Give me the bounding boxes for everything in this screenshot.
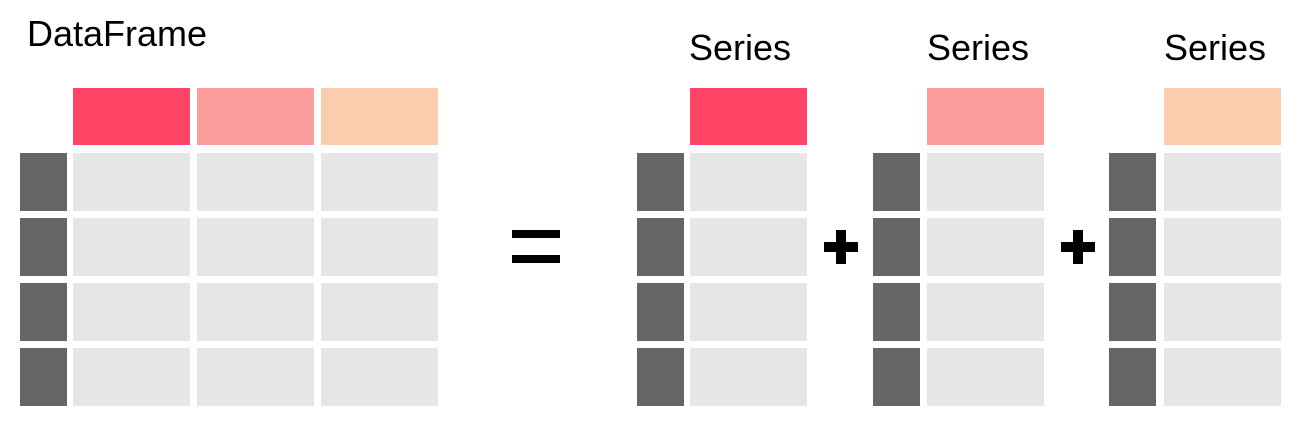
column-header <box>73 88 190 145</box>
index-cell <box>637 283 684 341</box>
index-cell <box>637 348 684 406</box>
index-cell <box>873 153 920 211</box>
data-cell <box>927 283 1044 341</box>
data-cell <box>73 283 190 341</box>
index-cell <box>1109 218 1156 276</box>
series-title: Series <box>1164 27 1267 68</box>
index-cell <box>20 283 67 341</box>
index-cell <box>873 218 920 276</box>
index-cell <box>20 348 67 406</box>
column-header <box>321 88 438 145</box>
series-header <box>927 88 1044 145</box>
plus-icon <box>1061 230 1095 264</box>
data-cell <box>690 283 807 341</box>
data-cell <box>1164 283 1281 341</box>
data-cell <box>690 348 807 406</box>
data-cell <box>73 153 190 211</box>
data-cell <box>690 153 807 211</box>
index-cell <box>873 348 920 406</box>
data-cell <box>1164 153 1281 211</box>
data-cell <box>927 348 1044 406</box>
index-cell <box>873 283 920 341</box>
series-title: Series <box>927 27 1030 68</box>
data-cell <box>197 153 314 211</box>
data-cell <box>321 153 438 211</box>
data-cell <box>321 218 438 276</box>
series-header <box>1164 88 1281 145</box>
data-cell <box>197 283 314 341</box>
data-cell <box>321 348 438 406</box>
dataframe-title: DataFrame <box>27 13 208 54</box>
plus-icon <box>824 230 858 264</box>
index-cell <box>637 153 684 211</box>
index-cell <box>1109 348 1156 406</box>
column-header <box>197 88 314 145</box>
series-header <box>690 88 807 145</box>
index-cell <box>1109 153 1156 211</box>
data-cell <box>197 348 314 406</box>
index-cell <box>637 218 684 276</box>
index-cell <box>20 153 67 211</box>
data-cell <box>321 283 438 341</box>
data-cell <box>690 218 807 276</box>
data-cell <box>73 218 190 276</box>
data-cell <box>1164 348 1281 406</box>
data-cell <box>927 153 1044 211</box>
index-cell <box>20 218 67 276</box>
index-cell <box>1109 283 1156 341</box>
series-title: Series <box>689 27 792 68</box>
data-cell <box>1164 218 1281 276</box>
data-cell <box>73 348 190 406</box>
data-cell <box>927 218 1044 276</box>
data-cell <box>197 218 314 276</box>
